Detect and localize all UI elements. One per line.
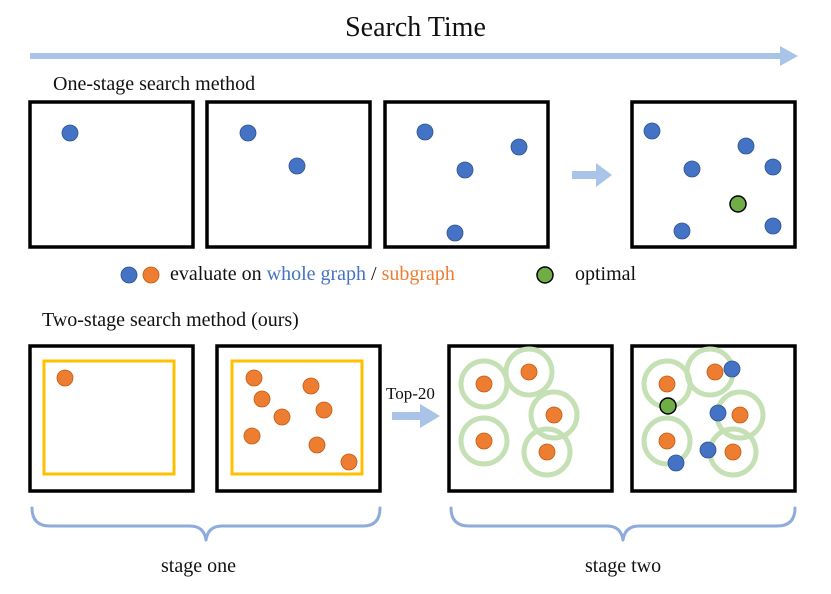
blue-dot [456,161,474,179]
legend-subgraph: subgraph [381,263,455,285]
orange-dot [308,436,326,454]
blue-dot [446,224,464,242]
orange-dot [56,369,74,387]
legend-dots [120,266,554,284]
orange-dot [731,406,749,424]
one-stage-panel-3 [383,100,550,249]
blue-dot [61,124,79,142]
legend-text: evaluate on whole graph / subgraph [170,264,455,284]
one-stage-arrow [572,163,612,187]
legend-prefix: evaluate on [170,263,262,285]
orange-dot [520,363,538,381]
one-stage-label: One-stage search method [53,73,256,95]
stage-two-dots [475,360,749,472]
orange-dot [273,408,291,426]
blue-dot [667,454,685,472]
orange-dot [315,401,333,419]
blue-dot [737,137,755,155]
stage-two-label: stage two [585,555,662,577]
blue-dot [510,138,528,156]
one-stage-panel-4 [630,100,797,249]
legend-optimal-label: optimal [575,263,637,285]
stage-two-brace [449,506,797,542]
orange-dot [538,443,556,461]
orange-dot [302,377,320,395]
legend-optimal-dot [536,266,554,284]
subgraph-box-2 [230,359,364,476]
search-time-arrow [30,46,798,66]
legend-blue-dot [120,266,138,284]
legend-orange-dot [142,266,160,284]
top20-arrow [392,404,440,428]
top20-label: Top-20 [386,384,435,403]
orange-dot [340,453,358,471]
orange-dot [545,406,563,424]
one-stage-panel-1 [28,100,195,249]
blue-dot [764,158,782,176]
legend-separator: / [371,263,377,285]
ring [528,389,580,441]
blue-dot [723,360,741,378]
ring [521,426,573,478]
optimal-dot [659,397,677,415]
ring [458,415,510,467]
diagram-title: Search Time [345,12,486,43]
orange-dot [658,375,676,393]
two-stage-label: Two-stage search method (ours) [42,309,299,331]
legend-whole-graph: whole graph [266,263,367,285]
orange-dot [724,443,742,461]
optimal-dot [729,195,747,213]
subgraph-boxes [42,359,364,476]
two-stage-panel-3 [447,344,614,493]
subgraph-box-1 [42,359,176,476]
one-stage-panel-2 [205,100,372,249]
orange-dot [253,390,271,408]
blue-dot [764,217,782,235]
blue-dot [416,123,434,141]
ring [641,415,693,467]
orange-dot [245,369,263,387]
two-stage-panel-1 [28,344,195,493]
orange-dot [475,432,493,450]
blue-dot [699,441,717,459]
two-stage-panel-2 [215,344,382,493]
one-stage-panels [28,100,797,249]
two-stage-panels [28,344,797,493]
blue-dot [683,160,701,178]
orange-dot [658,432,676,450]
blue-dot [288,157,306,175]
stage-one-label: stage one [161,555,236,577]
orange-dot [475,375,493,393]
stage-one-dots [56,369,358,471]
orange-dot [706,363,724,381]
two-stage-panel-4 [630,344,797,493]
blue-dot [643,122,661,140]
ring [503,346,555,398]
blue-dot [709,404,727,422]
stage-one-brace [30,506,382,542]
orange-dot [243,427,261,445]
blue-dot [239,124,257,142]
blue-dot [673,222,691,240]
one-stage-dots [61,122,782,242]
